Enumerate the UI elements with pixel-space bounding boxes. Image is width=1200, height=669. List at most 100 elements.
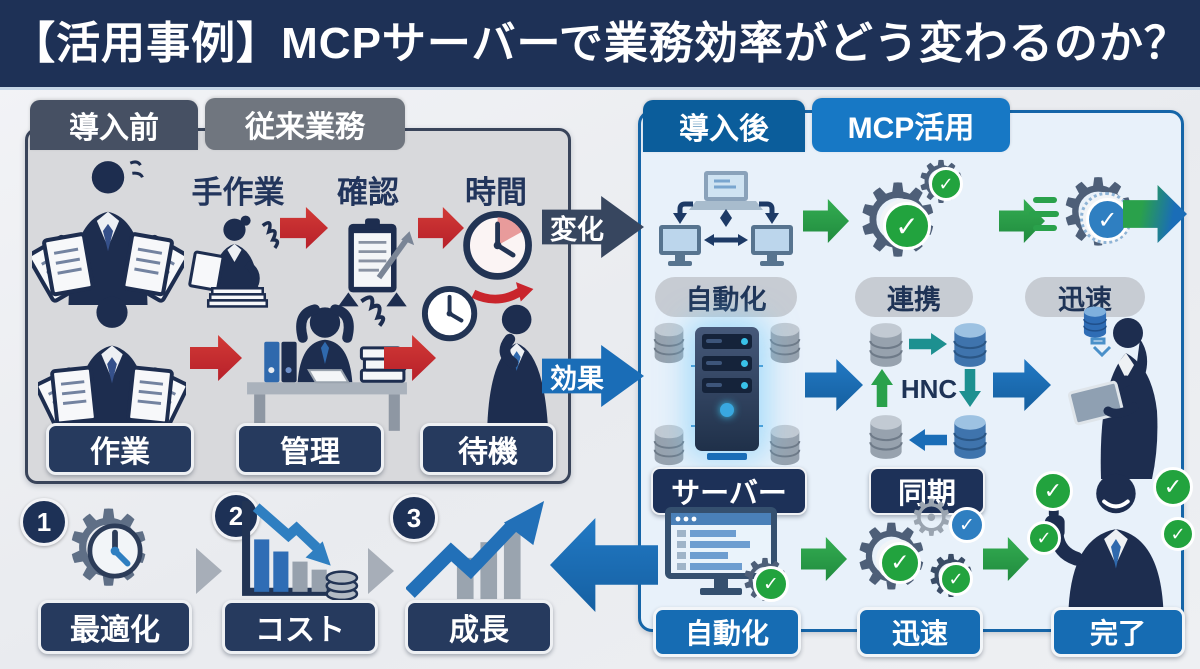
database-icon	[869, 323, 903, 367]
label-automation-1-text: 自動化	[685, 284, 767, 315]
step-2-badge: 2	[212, 492, 260, 540]
label-complete-text: 完了	[1089, 618, 1146, 649]
label-rapid-2: 迅速	[857, 607, 983, 657]
database-sync-icon: HNC	[863, 321, 993, 463]
tab-after-label: 導入後	[679, 113, 769, 146]
blue-arrow-icon	[805, 359, 863, 411]
green-arrow-icon	[803, 199, 849, 243]
label-management-text: 管理	[280, 436, 340, 469]
check-icon: ✓	[1153, 467, 1193, 507]
label-cooperation: 連携	[855, 277, 973, 317]
label-server-text: サーバー	[671, 478, 787, 510]
gears-check-icon: ⚙ ✓ ⚙ ✓	[853, 153, 975, 275]
label-rapid-2-text: 迅速	[891, 618, 948, 649]
server-base	[707, 453, 747, 460]
gear-icon: ⚙	[909, 489, 954, 547]
clock-face	[87, 523, 143, 579]
chevron-right-icon	[196, 548, 222, 594]
server-power-light	[720, 403, 734, 417]
label-optimization: 最適化	[38, 600, 192, 654]
network-automation-icon	[655, 169, 797, 275]
label-work-text: 作業	[90, 436, 150, 469]
label-growth: 成長	[405, 600, 553, 654]
label-work: 作業	[46, 423, 194, 475]
thumbs-up-man-icon: ✓ ✓ ✓ ✓	[1027, 463, 1195, 611]
label-optimization-text: 最適化	[70, 614, 160, 647]
green-arrow-icon	[801, 537, 847, 581]
check-icon: ✓	[753, 566, 789, 602]
server-icon	[651, 321, 803, 469]
database-icon	[869, 415, 903, 459]
speed-line	[1033, 225, 1057, 231]
server-slot	[702, 334, 752, 349]
businessman-papers-icon	[32, 153, 184, 305]
red-arrow-icon	[190, 335, 242, 381]
database-icon	[653, 322, 685, 364]
gear-clock-icon: ⚙	[60, 496, 180, 604]
businessman-papers-icon	[38, 289, 186, 435]
label-cost-text: コスト	[255, 614, 345, 647]
label-automation-1: 自動化	[655, 277, 797, 317]
label-management: 管理	[236, 423, 384, 475]
check-icon: ✓	[1033, 471, 1073, 511]
tab-legacy-work: 従来業務	[205, 98, 405, 150]
blue-arrow-icon	[993, 359, 1051, 411]
step-3-badge: 3	[390, 494, 438, 542]
step-1-badge: 1	[20, 498, 68, 546]
check-icon: ✓	[929, 167, 963, 201]
growth-chart-icon	[406, 500, 548, 600]
after-panel: 自動化 ⚙ ✓ ⚙ ✓ 連携 ⚙ ✓ 迅速	[638, 110, 1195, 657]
label-sync-text: 同期	[897, 478, 956, 510]
check-icon: ✓	[879, 542, 921, 584]
database-icon	[953, 415, 987, 459]
waiting-man-clock-icon	[418, 281, 566, 433]
sync-arrow-left	[909, 429, 947, 451]
database-icon	[953, 323, 987, 367]
label-waiting-text: 待機	[458, 436, 518, 469]
tab-after: 導入後	[643, 100, 805, 152]
sync-arrow-up	[871, 369, 893, 407]
flow-step-time-label: 時間	[465, 175, 527, 210]
gear-cluster-icon: ⚙ ✓ ⚙ ✓ ⚙ ✓	[851, 493, 985, 611]
time-clock-icon	[454, 203, 546, 311]
speed-line	[1033, 197, 1057, 203]
chevron-right-icon	[368, 548, 394, 594]
page-title: 【活用事例】MCPサーバーで業務効率がどう変わるのか？	[11, 19, 1189, 68]
change-arrow-label: 変化	[550, 214, 604, 245]
server-slot	[702, 356, 752, 371]
check-icon: ✓	[939, 562, 973, 596]
label-growth-text: 成長	[449, 614, 509, 647]
label-waiting: 待機	[420, 423, 556, 475]
tab-mcp-usage: MCP活用	[812, 98, 1010, 152]
database-icon	[1083, 306, 1107, 338]
label-sync: 同期	[869, 467, 985, 515]
speed-line	[1029, 211, 1059, 217]
label-complete: 完了	[1051, 607, 1185, 657]
before-panel: 手作業 確認 時間	[25, 128, 571, 484]
hnc-annotation: HNC	[900, 373, 958, 404]
check-icon: ✓	[949, 507, 985, 543]
title-bar: 【活用事例】MCPサーバーで業務効率がどう変わるのか？	[0, 0, 1200, 90]
woman-tablet-icon	[1055, 306, 1179, 479]
step-2-number: 2	[228, 500, 244, 531]
green-arrow-icon	[983, 537, 1029, 581]
tab-legacy-work-label: 従来業務	[245, 111, 365, 144]
tab-before-label: 導入前	[69, 112, 159, 145]
sync-arrow-down	[959, 369, 981, 407]
effect-arrow-label: 効果	[550, 363, 604, 394]
tab-mcp-usage-label: MCP活用	[847, 112, 975, 145]
flow-step-check-label: 確認	[337, 175, 399, 210]
server-slot	[702, 378, 752, 393]
server-tower	[695, 327, 759, 451]
database-icon	[769, 424, 801, 466]
sync-arrow-right	[909, 333, 947, 355]
clipboard-check-icon	[328, 209, 416, 311]
speed-gear-icon: ⚙ ✓	[1029, 163, 1187, 269]
check-icon: ✓	[1161, 517, 1195, 551]
woman-at-desk-icon	[184, 211, 290, 309]
check-icon: ✓	[883, 202, 931, 250]
flow-step-manual-label: 手作業	[191, 175, 285, 210]
label-cost: コスト	[222, 600, 378, 654]
database-icon	[653, 424, 685, 466]
